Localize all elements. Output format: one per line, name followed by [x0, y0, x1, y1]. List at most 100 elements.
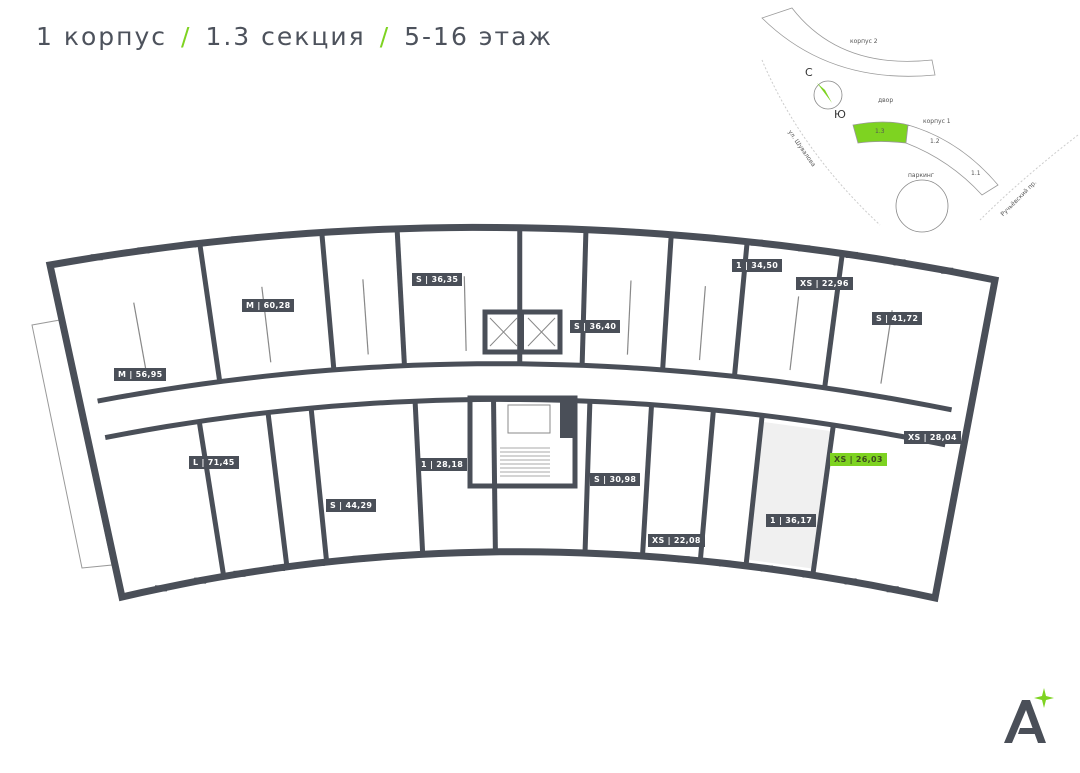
window-pier — [513, 224, 526, 231]
elevator-icon — [527, 317, 556, 347]
window-pier — [278, 232, 291, 239]
building-2-label: корпус 2 — [850, 38, 878, 45]
stair-core — [467, 395, 578, 489]
window-pier — [154, 585, 167, 592]
window-pier — [760, 565, 773, 572]
interior-wall — [698, 286, 706, 361]
brand-logo — [1004, 688, 1054, 743]
building-1-label: корпус 1 — [923, 118, 951, 125]
apartment-label[interactable]: 1 | 34,50 — [732, 259, 783, 272]
building-title: 1 корпус — [36, 22, 168, 51]
partition-wall — [743, 414, 765, 567]
partition-wall — [196, 421, 227, 577]
apartment-label[interactable]: M | 60,28 — [242, 299, 295, 312]
apartment-label[interactable]: L | 71,45 — [189, 456, 239, 469]
apartment-label[interactable]: XS | 22,96 — [796, 277, 853, 290]
section-title: 1.3 секция — [205, 22, 366, 51]
partition-wall — [491, 399, 498, 552]
partition-wall — [319, 232, 337, 371]
partition-wall — [822, 253, 845, 389]
apartment-label[interactable]: S | 41,72 — [872, 312, 923, 325]
apartment-label[interactable]: XS | 28,04 — [904, 431, 961, 444]
window-pier — [325, 228, 338, 235]
partition-wall — [582, 401, 593, 554]
window-pier — [798, 245, 811, 252]
partition-wall — [197, 242, 223, 382]
partition-wall — [308, 407, 330, 563]
interior-wall — [626, 280, 632, 355]
window-pier — [392, 552, 405, 559]
window-pier — [893, 259, 906, 266]
apartment-label[interactable]: S | 36,35 — [412, 273, 463, 286]
window-pier — [655, 231, 668, 238]
apartment-label[interactable]: S | 36,40 — [570, 320, 621, 333]
floor-title: 5-16 этаж — [404, 22, 553, 51]
window-pier — [561, 225, 574, 232]
apartment-label[interactable]: M | 56,95 — [114, 368, 167, 381]
apartment-label[interactable]: 1 | 36,17 — [766, 514, 817, 527]
interior-wall — [133, 302, 149, 379]
compass-north-label: С — [805, 66, 813, 79]
elevator-icon — [489, 317, 518, 347]
window-pier — [352, 555, 365, 562]
partition-wall — [412, 401, 426, 555]
page-title: 1 корпус / 1.3 секция / 5-16 этаж — [36, 22, 553, 51]
section-label: 1.3 — [875, 128, 885, 135]
window-pier — [233, 570, 246, 577]
yard-label: двор — [878, 97, 894, 104]
building-2-outline — [761, 7, 936, 77]
window-pier — [466, 224, 479, 231]
window-pier — [554, 549, 567, 556]
section-label: 1.2 — [930, 138, 940, 145]
window-pier — [750, 239, 763, 246]
window-pier — [595, 550, 608, 557]
section-1-2[interactable] — [905, 124, 999, 196]
partition-wall — [579, 229, 589, 366]
shaft — [507, 404, 551, 434]
compass-icon — [813, 80, 843, 110]
parking-outline — [895, 179, 949, 233]
section-label: 1.1 — [971, 170, 981, 177]
partition-wall — [660, 234, 674, 371]
window-pier — [802, 571, 815, 578]
window-pier — [608, 228, 621, 235]
window-pier — [194, 577, 207, 584]
apartment-label[interactable]: S | 44,29 — [326, 499, 377, 512]
apartment-label-selected[interactable]: XS | 26,03 — [830, 453, 887, 466]
star-icon — [1034, 688, 1054, 708]
apartment-label[interactable]: XS | 22,08 — [648, 534, 705, 547]
partition-wall — [639, 404, 655, 557]
window-pier — [273, 564, 285, 571]
interior-wall — [463, 276, 467, 351]
outer-wall — [45, 223, 1000, 603]
window-pier — [432, 550, 445, 557]
parking-label: паркинг — [908, 172, 935, 179]
window-pier — [473, 549, 486, 556]
window-pier — [636, 553, 649, 560]
window-pier — [90, 254, 103, 261]
interior-wall — [362, 279, 369, 355]
column — [560, 398, 575, 438]
site-minimap: корпус 2 двор корпус 1 1.3 1.2 1.1 парки… — [760, 0, 1080, 240]
partition-wall — [265, 412, 290, 568]
window-pier — [844, 578, 857, 585]
separator: / — [379, 22, 391, 51]
apartment-label[interactable]: S | 30,98 — [590, 473, 641, 486]
window-pier — [677, 556, 690, 563]
window-pier — [137, 247, 150, 254]
separator: / — [181, 22, 192, 51]
interior-wall — [789, 296, 800, 371]
window-pier — [184, 241, 197, 248]
window-pier — [703, 234, 716, 241]
window-pier — [719, 560, 732, 567]
compass-south-label: Ю — [834, 108, 846, 121]
window-pier — [513, 548, 526, 555]
window-pier — [312, 559, 325, 566]
apartment-label[interactable]: 1 | 28,18 — [417, 458, 468, 471]
window-pier — [845, 251, 858, 258]
window-pier — [886, 586, 899, 593]
window-pier — [231, 236, 244, 243]
window-pier — [419, 225, 432, 232]
partition-wall — [394, 228, 407, 366]
